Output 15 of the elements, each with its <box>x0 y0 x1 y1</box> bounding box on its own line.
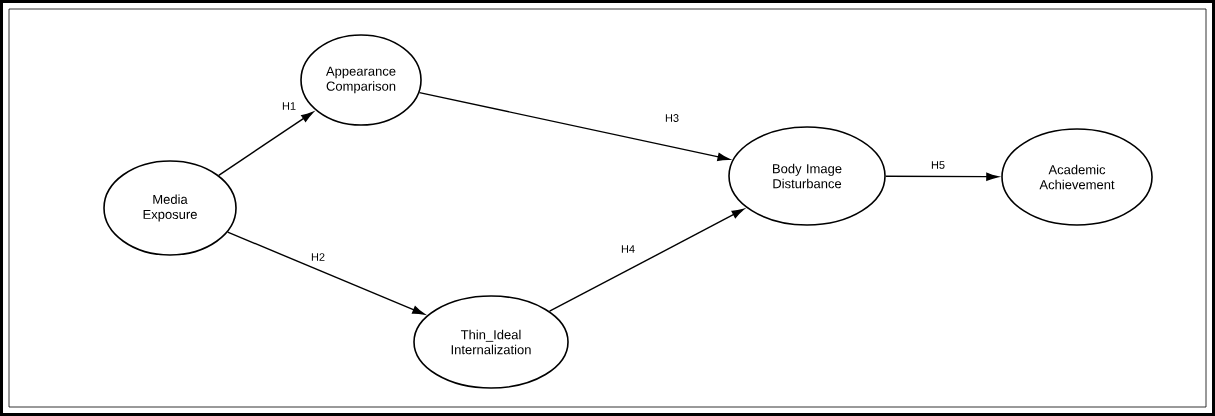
arrow <box>885 172 999 181</box>
arrow <box>418 91 730 161</box>
edge-label: H2 <box>310 252 327 262</box>
edge-label: H1 <box>281 101 298 111</box>
edge-label: H5 <box>930 160 947 170</box>
ellipse-node: Media Exposure <box>103 160 237 256</box>
ellipse-node: Appearance Comparison <box>300 34 422 126</box>
ellipse-node: Body Image Disturbance <box>728 126 886 226</box>
ellipse-node: Academic Achievement <box>1001 128 1153 226</box>
arrow <box>218 111 314 177</box>
arrow <box>227 231 425 315</box>
edge-label: H4 <box>620 244 637 254</box>
arrow <box>548 208 744 312</box>
ellipse-node: Thin_Ideal Internalization <box>413 295 569 389</box>
edge-label: H3 <box>664 113 681 123</box>
